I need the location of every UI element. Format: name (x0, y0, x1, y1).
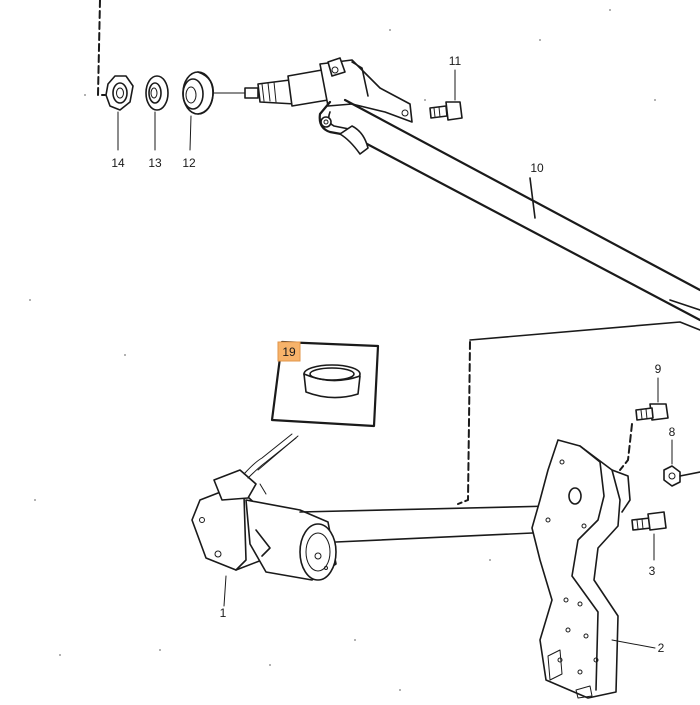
callout-3: 3 (649, 564, 656, 578)
linkage-connector-line (469, 321, 700, 341)
callout-19: 19 (282, 345, 296, 359)
part-3-bolt (631, 511, 667, 561)
callout-13: 13 (148, 156, 162, 170)
callout-labels: 14 13 12 11 10 19 9 8 3 1 2 (111, 54, 675, 655)
part-14-nut (105, 75, 134, 151)
part-13-washer (145, 75, 169, 151)
callout-8: 8 (669, 425, 676, 439)
callout-11: 11 (449, 54, 462, 68)
part-spindle-housing (244, 57, 413, 123)
callout-10: 10 (530, 161, 544, 175)
part-19-inset (257, 340, 380, 471)
callout-14: 14 (111, 156, 125, 170)
dashed-leader-bracket (619, 423, 633, 471)
callout-9: 9 (655, 362, 662, 376)
callout-19-highlight (277, 341, 301, 362)
part-12-seal (182, 71, 246, 151)
part-9-bolt (635, 377, 669, 421)
part-1-wiper-motor (191, 433, 337, 607)
part-11-screw (429, 69, 463, 121)
part-2-mounting-bracket (531, 439, 656, 699)
part-8-nut (663, 439, 700, 487)
callout-12: 12 (182, 156, 196, 170)
dashed-leader-motor (457, 341, 471, 505)
dashed-leader-spindle (97, 0, 106, 96)
callout-1: 1 (220, 606, 227, 620)
motor-to-bracket-line-upper (299, 505, 553, 513)
callout-2: 2 (658, 641, 665, 655)
part-10-linkage-arm (318, 98, 700, 322)
background-specks (29, 9, 656, 691)
